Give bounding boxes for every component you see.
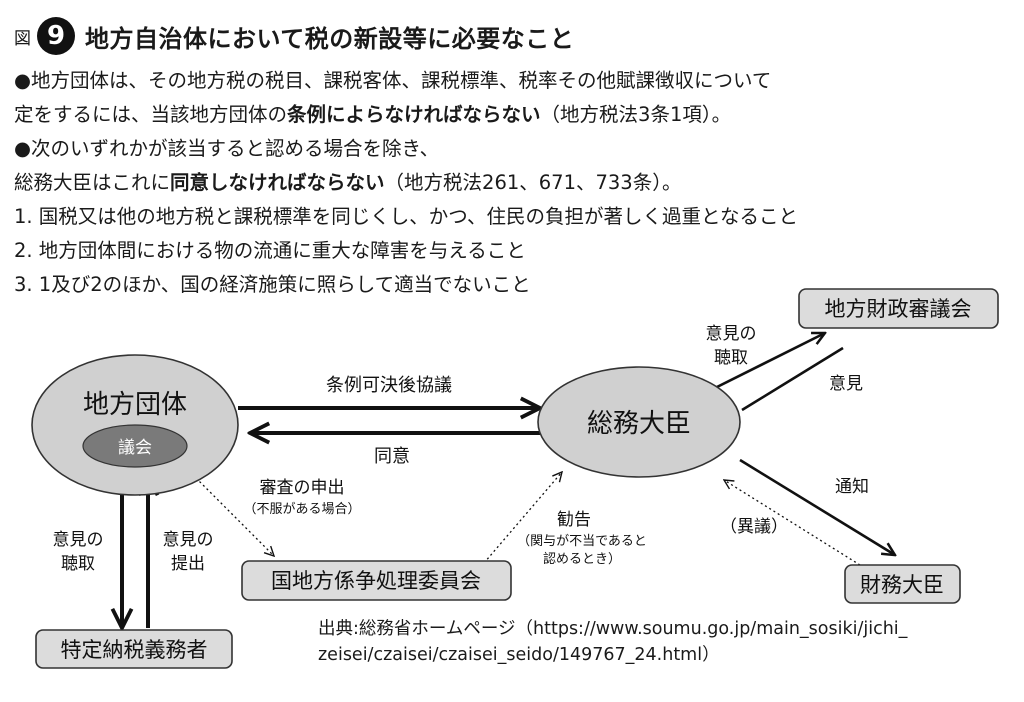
recommend-condition-label-1: （関与が不当であると (517, 534, 647, 549)
body-text: 総務大臣はこれに (14, 171, 171, 194)
committee-label: 国地方係争処理委員会 (271, 569, 481, 593)
text-line: 総務大臣はこれに同意しなければならない（地方税法261、671、733条）。 (14, 166, 1014, 200)
text-line: 2. 地方団体間における物の流通に重大な障害を与えること (14, 234, 1014, 268)
council-label: 地方財政審議会 (825, 297, 972, 321)
submit-opinion-label-2: 提出 (171, 554, 205, 574)
minister-node (537, 366, 741, 478)
consent-label: 同意 (374, 446, 410, 467)
page-title: 地方自治体において税の新設等に必要なこと (85, 24, 575, 53)
source-line-1: 出典:総務省ホームページ（https://www.soumu.go.jp/mai… (318, 619, 908, 639)
recommend-condition-label-2: 認めるとき） (543, 551, 621, 567)
finance-minister-label: 財務大臣 (860, 573, 944, 597)
text-line: 1. 国税又は他の地方税と課税標準を同じくし、かつ、住民の負担が著しく過重となる… (14, 200, 1014, 234)
body-text: 3. 1及び2のほか、国の経済施策に照らして適当でないこと (14, 273, 531, 296)
arrow-objection (724, 480, 861, 566)
source-citation: 出典:総務省ホームページ（https://www.soumu.go.jp/mai… (318, 616, 1018, 668)
arrow-review-request (195, 477, 274, 556)
consult-label: 条例可決後協議 (326, 375, 452, 396)
body-text: 定をするには、当該地方団体の (14, 103, 288, 126)
text-line: ●次のいずれかが該当すると認める場合を除き、 (14, 132, 1014, 166)
assembly-node (82, 424, 188, 468)
arrow-minister-to-council (704, 333, 825, 395)
text-line: 3. 1及び2のほか、国の経済施策に照らして適当でないこと (14, 268, 1014, 302)
hearing-council-label-2: 聴取 (714, 348, 748, 368)
figure-title: 図 9 地方自治体において税の新設等に必要なこと (14, 14, 574, 58)
body-text: ●次のいずれかが該当すると認める場合を除き、 (14, 137, 440, 160)
emphasis-text: 条例によらなければならない (287, 103, 541, 126)
source-line-2: zeisei/czaisei/czaisei_seido/149767_24.h… (318, 645, 720, 665)
hearing-taxpayers-label-2: 聴取 (61, 554, 95, 574)
explanation-text: ●地方団体は、その地方税の税目、課税客体、課税標準、税率その他賦課徴収について定… (14, 64, 1014, 302)
hearing-council-label-1: 意見の (706, 324, 757, 344)
submit-opinion-label-1: 意見の (163, 530, 214, 550)
body-text: （地方税法261、671、733条）。 (384, 171, 682, 194)
notify-label: 通知 (835, 477, 869, 497)
taxpayers-node (35, 629, 233, 669)
figure-number-badge: 9 (37, 17, 75, 55)
taxpayers-label: 特定納税義務者 (61, 638, 208, 662)
body-text: 2. 地方団体間における物の流通に重大な障害を与えること (14, 239, 526, 262)
emphasis-text: 同意しなければならない (170, 171, 385, 194)
text-line: 定をするには、当該地方団体の条例によらなければならない（地方税法3条1項）。 (14, 98, 1014, 132)
review-condition-label: （不服がある場合） (243, 502, 360, 517)
review-request-label: 審査の申出 (260, 478, 345, 498)
recommend-label: 勧告 (557, 510, 591, 530)
body-text: （地方税法3条1項）。 (540, 103, 732, 126)
figure-label: 図 (14, 28, 31, 49)
hearing-taxpayers-label-1: 意見の (53, 530, 104, 550)
council-node (798, 288, 999, 329)
arrow-recommend (483, 472, 562, 564)
body-text: 1. 国税又は他の地方税と課税標準を同じくし、かつ、住民の負担が著しく過重となる… (14, 205, 798, 228)
body-text: ●地方団体は、その地方税の税目、課税客体、課税標準、税率その他賦課徴収について (14, 69, 772, 92)
arrow-notify (739, 458, 895, 555)
arrow-council-to-minister (741, 346, 844, 412)
assembly-label: 議会 (118, 438, 152, 458)
minister-label: 総務大臣 (587, 409, 691, 439)
committee-node (241, 560, 512, 601)
finance-minister-node (844, 564, 961, 604)
text-line: ●地方団体は、その地方税の税目、課税客体、課税標準、税率その他賦課徴収について (14, 64, 1014, 98)
opinion-council-label: 意見 (829, 374, 863, 394)
objection-label: （異議） (720, 517, 788, 537)
local-gov-label: 地方団体 (83, 390, 187, 420)
